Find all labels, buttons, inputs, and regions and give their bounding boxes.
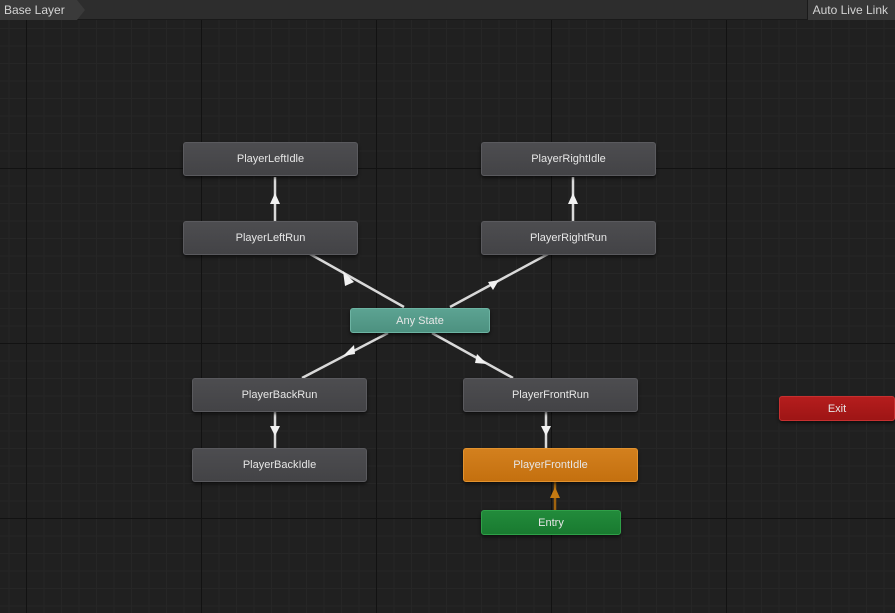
state-label: PlayerBackRun — [241, 389, 318, 401]
transition-arrow-icon — [541, 426, 551, 436]
transition-rightrun-to-rightidle[interactable] — [568, 177, 578, 221]
transition-anystate-to-leftrun[interactable] — [309, 252, 405, 309]
state-player-left-idle[interactable]: PlayerLeftIdle — [183, 142, 358, 176]
breadcrumb-label: Base Layer — [4, 3, 65, 17]
state-player-back-idle[interactable]: PlayerBackIdle — [192, 448, 367, 482]
transition-anystate-to-backrun[interactable] — [301, 331, 389, 380]
transition-anystate-to-rightrun[interactable] — [449, 252, 549, 309]
state-player-front-idle[interactable]: PlayerFrontIdle — [463, 448, 638, 482]
state-label: PlayerLeftIdle — [236, 153, 305, 165]
state-label: PlayerBackIdle — [242, 459, 317, 471]
transition-backrun-to-backidle[interactable] — [270, 412, 280, 448]
state-label: PlayerFrontRun — [511, 389, 590, 401]
transition-arrow-icon — [343, 271, 354, 286]
transition-arrow-icon — [550, 487, 560, 498]
transition-arrow-icon — [475, 354, 487, 364]
state-machine-graph[interactable]: PlayerLeftIdle PlayerRightIdle PlayerLef… — [0, 20, 895, 613]
state-label: PlayerRightRun — [529, 232, 608, 244]
state-label: Exit — [827, 402, 847, 415]
transition-frontrun-to-frontidle[interactable] — [541, 412, 551, 448]
transition-arrow-icon — [568, 193, 578, 204]
breadcrumb-arrow-icon — [76, 0, 85, 20]
animator-toolbar: Base Layer Auto Live Link — [0, 0, 895, 20]
state-any-state[interactable]: Any State — [350, 308, 490, 333]
transition-arrow-icon — [343, 345, 355, 356]
state-label: Entry — [538, 516, 564, 529]
state-label: PlayerFrontIdle — [513, 459, 588, 471]
state-player-left-run[interactable]: PlayerLeftRun — [183, 221, 358, 255]
auto-live-link-button[interactable]: Auto Live Link — [806, 0, 895, 20]
transition-anystate-to-frontrun[interactable] — [431, 331, 514, 380]
breadcrumb: Base Layer — [0, 0, 85, 20]
transition-arrow-icon — [270, 426, 280, 436]
breadcrumb-base-layer[interactable]: Base Layer — [0, 0, 85, 20]
state-label: Any State — [396, 314, 444, 327]
transition-edges — [270, 177, 578, 510]
transition-arrow-icon — [488, 280, 499, 290]
state-entry[interactable]: Entry — [481, 510, 621, 535]
transition-entry-to-frontidle[interactable] — [550, 482, 560, 510]
state-player-right-run[interactable]: PlayerRightRun — [481, 221, 656, 255]
transition-arrow-icon — [270, 193, 280, 204]
state-player-back-run[interactable]: PlayerBackRun — [192, 378, 367, 412]
state-label: PlayerLeftRun — [235, 232, 306, 244]
transition-leftrun-to-leftidle[interactable] — [270, 177, 280, 221]
state-player-right-idle[interactable]: PlayerRightIdle — [481, 142, 656, 176]
state-label: PlayerRightIdle — [531, 153, 606, 165]
state-player-front-run[interactable]: PlayerFrontRun — [463, 378, 638, 412]
state-exit[interactable]: Exit — [779, 396, 895, 421]
